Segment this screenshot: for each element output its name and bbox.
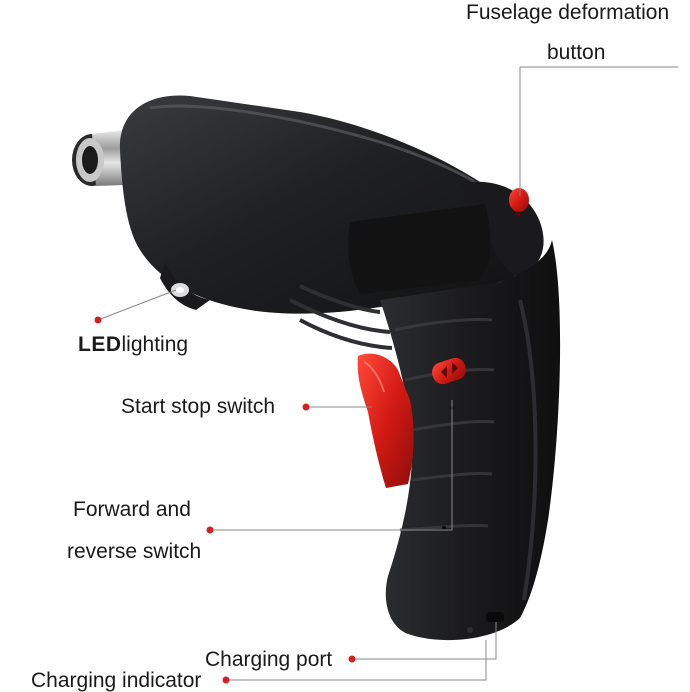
charging-indicator-led	[467, 627, 473, 633]
label-forward-line2: reverse switch	[67, 540, 202, 563]
label-charging-indicator: Charging indicator	[31, 669, 202, 692]
leader-lines	[97, 66, 678, 681]
label-fuselage-line2: button	[547, 41, 606, 64]
reverse-rocker	[432, 357, 466, 385]
label-led-strong: LED	[78, 333, 122, 356]
deformation-button	[509, 188, 529, 212]
trigger-switch	[357, 353, 414, 488]
label-start-stop-switch: Start stop switch	[121, 395, 276, 418]
charging-port	[486, 612, 504, 622]
label-fuselage-line1: Fuselage deformation	[466, 1, 670, 24]
label-led-lighting: LEDlighting	[78, 334, 188, 355]
label-led-rest: lighting	[121, 333, 189, 356]
label-charging-port: Charging port	[205, 648, 333, 671]
label-forward-line1: Forward and	[73, 498, 191, 521]
tool-handle	[380, 240, 561, 641]
marker-dots	[94, 316, 356, 684]
